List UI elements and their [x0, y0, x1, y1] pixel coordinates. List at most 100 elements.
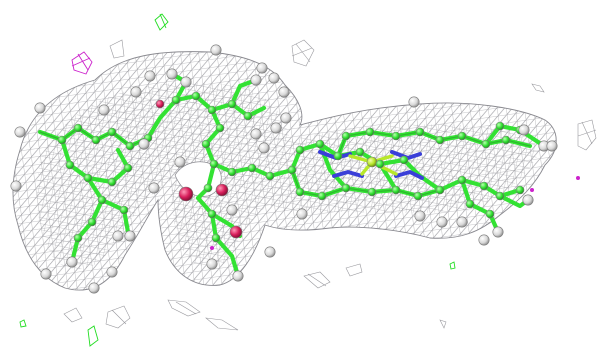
carbon-atom: [295, 145, 305, 155]
carbon-atoms: [57, 91, 525, 243]
carbon-atom: [287, 165, 297, 175]
hydrogen-atom: [130, 86, 142, 98]
carbon-atom: [515, 185, 525, 195]
carbon-atom: [399, 155, 409, 165]
carbon-atom: [211, 233, 221, 243]
carbon-atom: [73, 123, 83, 133]
hydrogen-atom: [148, 182, 160, 194]
bond-chain-upper-3: [229, 77, 259, 107]
hydrogen-atom: [456, 216, 468, 228]
carbon-atom: [495, 121, 505, 131]
carbon-atom: [171, 95, 181, 105]
hydrogen-atom: [296, 208, 308, 220]
stray-mesh-fragments: [63, 39, 597, 331]
hydrogen-atom: [174, 156, 186, 168]
carbon-atom: [207, 209, 217, 219]
hydrogen-atom: [250, 128, 262, 140]
oxygen-atom: [229, 225, 243, 239]
mesh-fragment: [105, 305, 131, 329]
hydrogen-atom: [492, 226, 504, 238]
mesh-fragment: [205, 317, 239, 331]
mesh-fragment: [345, 263, 363, 277]
carbon-atom: [295, 187, 305, 197]
hydrogen-atom: [138, 138, 150, 150]
hydrogen-atom: [180, 76, 192, 88]
carbon-atom: [341, 183, 351, 193]
hydrogen-atom: [88, 282, 100, 294]
carbon-atom: [201, 139, 211, 149]
carbon-atom: [435, 185, 445, 195]
carbon-atom: [367, 187, 377, 197]
positive-density-fragment: [449, 261, 456, 270]
carbon-atom: [465, 199, 475, 209]
hydrogen-atom: [124, 230, 136, 242]
mesh-fragment: [531, 83, 545, 93]
oxygen-atom: [155, 99, 165, 109]
carbon-atom: [495, 191, 505, 201]
n-bond-2: [390, 150, 422, 160]
carbon-atom: [65, 160, 75, 170]
carbon-atom: [355, 147, 365, 157]
carbon-atom: [57, 135, 67, 145]
hydrogen-atom: [98, 104, 110, 116]
hydrogen-atom: [40, 268, 52, 280]
hydrogen-atom: [206, 258, 218, 270]
carbon-atom: [315, 139, 325, 149]
carbon-atom: [365, 127, 375, 137]
hydrogen-atom: [278, 86, 290, 98]
hydrogen-atom: [264, 246, 276, 258]
hydrogen-atom: [408, 96, 420, 108]
carbon-atom: [247, 163, 257, 173]
density-mesh-overlay: [36, 82, 540, 270]
hydrogen-atom: [14, 126, 26, 138]
carbon-atom: [485, 209, 495, 219]
mesh-fragment: [109, 39, 125, 59]
oxygen-atom: [215, 183, 229, 197]
carbon-atom: [265, 171, 275, 181]
hydrogen-atom: [106, 266, 118, 278]
carbon-atom: [119, 205, 129, 215]
bond-tail-right: [459, 177, 501, 235]
carbon-atom: [209, 159, 219, 169]
magnesium-atom: [366, 156, 378, 168]
negative-density-fragment: [530, 188, 534, 192]
carbon-atom: [87, 217, 97, 227]
oxygen-atom: [178, 186, 194, 202]
n-bond-3: [332, 170, 364, 178]
carbon-atom: [391, 185, 401, 195]
hydrogen-atom: [210, 44, 222, 56]
carbon-atom: [227, 167, 237, 177]
carbon-atom: [125, 141, 135, 151]
hydrogen-atom: [268, 72, 280, 84]
mesh-fragment: [577, 119, 597, 151]
mesh-fragment: [439, 319, 447, 329]
carbon-atom: [91, 135, 101, 145]
mesh-fragment: [303, 271, 331, 289]
carbon-atom: [317, 191, 327, 201]
n-bond-4: [394, 170, 424, 180]
carbon-atom: [457, 175, 467, 185]
carbon-atom: [203, 183, 213, 193]
carbon-atom: [333, 151, 343, 161]
hydrogen-atom: [166, 68, 178, 80]
mesh-fragment: [167, 299, 201, 317]
bond-branch-left: [85, 147, 131, 185]
hydrogen-atom: [144, 70, 156, 82]
hydrogen-atom: [112, 230, 124, 242]
carbon-atom: [243, 111, 253, 121]
oxygen-atoms: [155, 99, 243, 239]
hydrogen-atom: [10, 180, 22, 192]
carbon-atom: [375, 159, 385, 169]
carbon-atom: [107, 127, 117, 137]
positive-density-fragment: [19, 319, 27, 328]
hydrogen-atom: [34, 102, 46, 114]
carbon-atom: [107, 177, 117, 187]
positive-density-fragment: [87, 325, 99, 347]
hydrogen-atom: [414, 210, 426, 222]
carbon-atom: [413, 191, 423, 201]
carbon-atom: [83, 173, 93, 183]
hydrogen-atom: [232, 270, 244, 282]
positive-density-fragment: [154, 13, 169, 31]
hydrogen-atom: [436, 216, 448, 228]
